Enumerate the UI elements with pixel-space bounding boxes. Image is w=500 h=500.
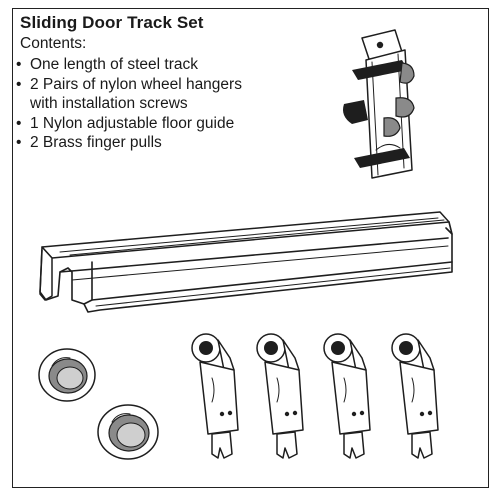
contents-heading: Contents:: [20, 35, 87, 52]
wheel-hanger-illustration: [256, 333, 304, 459]
contents-item: • 1 Nylon adjustable floor guide: [16, 114, 242, 134]
bullet-icon: •: [16, 134, 22, 151]
floor-guide-illustration: [343, 29, 415, 179]
contents-item: • One length of steel track: [16, 55, 242, 75]
contents-item-text: with installation screws: [30, 95, 188, 112]
contents-item-text: 2 Brass finger pulls: [30, 134, 162, 151]
contents-item: • 2 Brass finger pulls: [16, 133, 242, 153]
contents-item-text: 2 Pairs of nylon wheel hangers: [30, 75, 242, 93]
contents-list: • One length of steel track • 2 Pairs of ny…: [16, 55, 242, 153]
steel-track-illustration: [39, 211, 453, 313]
bullet-icon: •: [16, 114, 22, 132]
product-title: Sliding Door Track Set: [20, 13, 204, 32]
wheel-hanger-illustration: [391, 333, 439, 459]
finger-pull-illustration: [38, 348, 96, 402]
contents-item: • 2 Pairs of nylon wheel hangers: [16, 75, 242, 95]
contents-item-text: One length of steel track: [30, 56, 199, 73]
contents-item-text: 1 Nylon adjustable floor guide: [30, 114, 235, 132]
wheel-hanger-illustration: [191, 333, 239, 459]
finger-pull-illustration: [97, 404, 159, 460]
bullet-icon: •: [16, 75, 22, 93]
wheel-hanger-illustration: [323, 333, 371, 459]
bullet-icon: •: [16, 56, 22, 73]
contents-item: with installation screws: [16, 94, 242, 114]
